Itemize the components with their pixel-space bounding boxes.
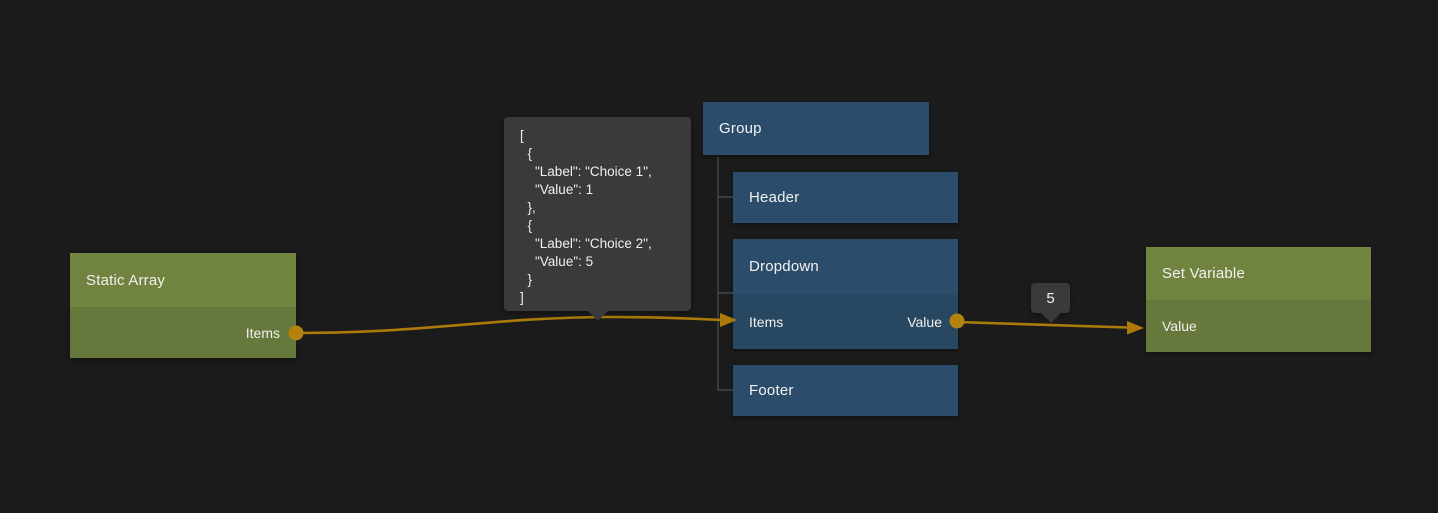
group-tree-connector — [717, 157, 733, 391]
node-group[interactable]: Group — [703, 102, 929, 155]
node-static-array-title: Static Array — [70, 253, 296, 307]
wire-value-arrowhead-icon — [1127, 321, 1144, 335]
tooltip-code-line: "Label": "Choice 1", — [520, 164, 652, 179]
tooltip-code-line: "Label": "Choice 2", — [520, 236, 652, 251]
node-dropdown[interactable]: Dropdown Items Value — [733, 239, 958, 349]
node-dropdown-title: Dropdown — [733, 239, 958, 294]
tooltip-code-line: ] — [520, 290, 524, 305]
node-set-variable-title: Set Variable — [1146, 247, 1371, 300]
value-tooltip-text: 5 — [1046, 289, 1055, 307]
node-footer[interactable]: Footer — [733, 365, 958, 416]
tooltip-code-line: } — [520, 272, 533, 287]
port-label-value-output: Value — [907, 313, 942, 330]
port-label-items-output: Items — [245, 324, 280, 341]
wire-items-to-dropdown[interactable] — [295, 315, 723, 335]
items-value-tooltip: [ { "Label": "Choice 1", "Value": 1 }, {… — [504, 117, 691, 311]
tooltip-code-line: { — [520, 146, 533, 161]
node-group-title: Group — [703, 102, 929, 155]
tooltip-code-line: }, — [520, 200, 536, 215]
node-set-variable[interactable]: Set Variable Value — [1146, 247, 1371, 352]
node-header[interactable]: Header — [733, 172, 958, 223]
tooltip-code-line: { — [520, 218, 533, 233]
port-label-value-input: Value — [1162, 318, 1197, 334]
node-header-title: Header — [733, 172, 958, 223]
node-footer-title: Footer — [733, 365, 958, 416]
port-label-items-input: Items — [749, 313, 784, 330]
tooltip-code-line: "Value": 1 — [520, 182, 594, 197]
tooltip-code-line: "Value": 5 — [520, 254, 594, 269]
tooltip-code-line: [ — [520, 128, 524, 143]
value-tooltip: 5 — [1031, 283, 1070, 313]
node-static-array[interactable]: Static Array Items — [70, 253, 296, 358]
